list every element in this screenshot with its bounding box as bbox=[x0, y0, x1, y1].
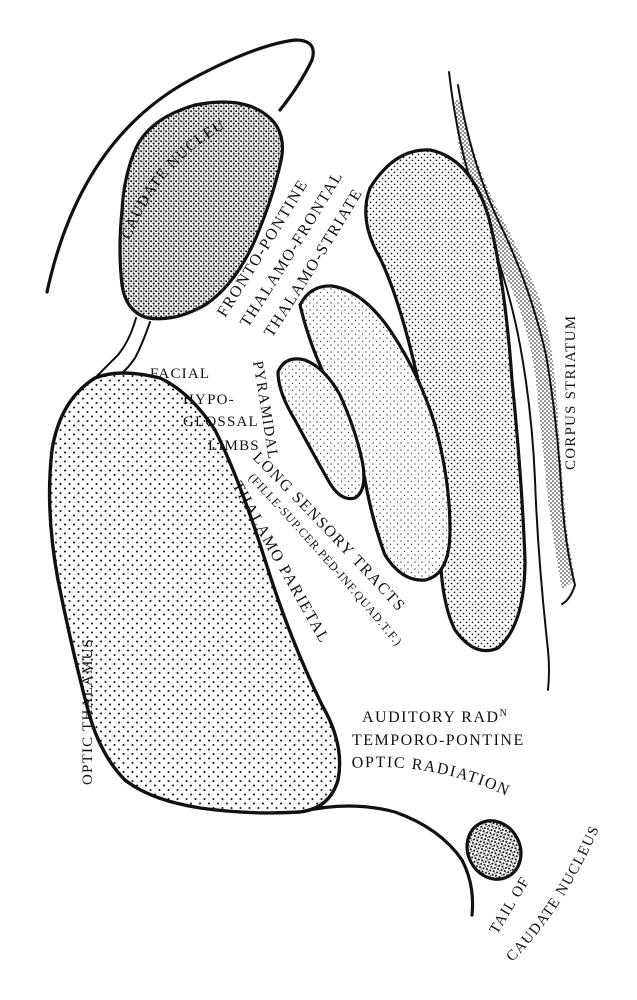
optic-thalamus-region bbox=[47, 371, 475, 917]
label-tail-of: TAIL OF bbox=[487, 874, 534, 937]
lentiform-outer bbox=[364, 148, 527, 653]
label-limbs: LIMBS bbox=[208, 438, 260, 454]
label-corpus-striatum: CORPUS STRIATUM bbox=[563, 315, 579, 470]
caudate-nucleus-region bbox=[45, 38, 315, 321]
label-optic-radiation: OPTIC RADIATION bbox=[351, 754, 513, 800]
label-hypo: HYPO- bbox=[183, 392, 235, 408]
label-auditory-radn: AUDITORY RADN bbox=[362, 708, 508, 726]
label-facial: FACIAL bbox=[150, 366, 210, 382]
caudate-tail bbox=[465, 819, 523, 881]
label-glossal: GLOSSAL bbox=[183, 414, 259, 430]
lentiform-inner bbox=[276, 357, 366, 501]
connecting-stalk bbox=[94, 317, 151, 379]
label-optic-thalamus: OPTIC THALAMUS bbox=[80, 638, 96, 785]
label-temporo-pontine: TEMPORO-PONTINE bbox=[352, 732, 525, 749]
